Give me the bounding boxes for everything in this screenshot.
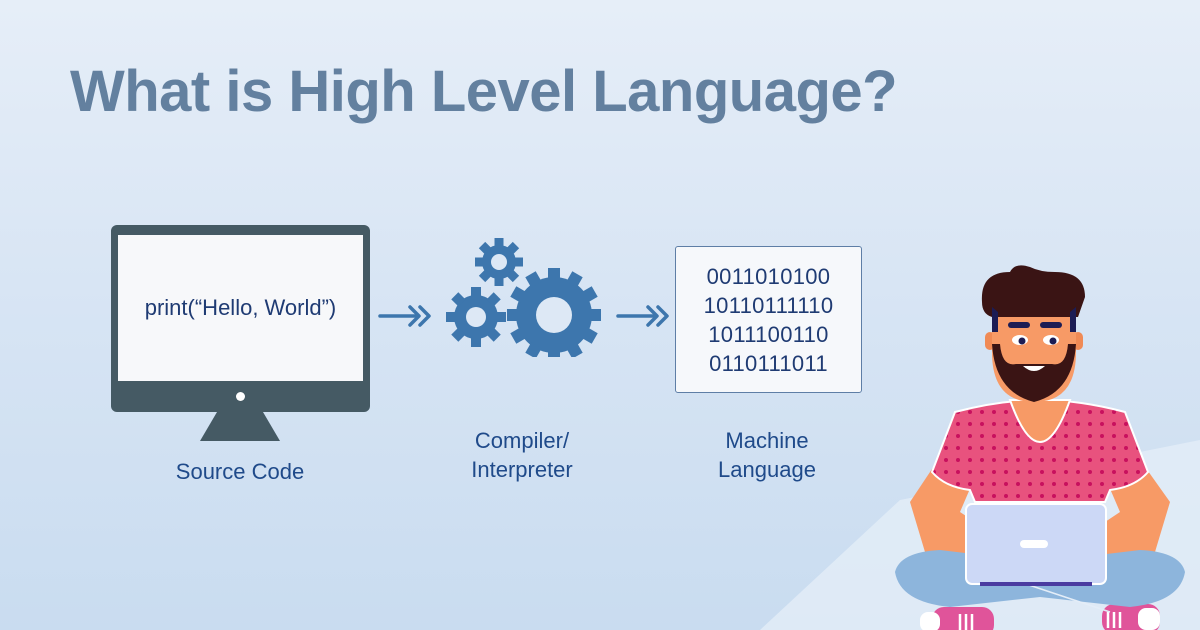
label-line-1: Machine [725, 428, 809, 453]
machine-language-label: Machine Language [677, 426, 857, 484]
person-with-laptop-illustration [895, 265, 1185, 630]
binary-line: 10110111110 [703, 292, 834, 318]
compiler-interpreter-label: Compiler/ Interpreter [432, 426, 612, 484]
double-chevron-arrow-icon [378, 305, 431, 327]
double-chevron-arrow-icon [616, 305, 669, 327]
monitor-icon: print(“Hello, World”) [111, 225, 370, 441]
binary-line: 0011010100 [706, 263, 831, 289]
binary-line: 0110111011 [709, 350, 828, 376]
label-line-2: Language [718, 457, 816, 482]
label-line-1: Compiler/ [474, 428, 570, 453]
power-button-icon [236, 392, 245, 401]
machine-code-box: 0011010100 10110111110 1011100110 011011… [675, 246, 862, 393]
source-code-text: print(“Hello, World”) [144, 295, 337, 320]
shoes [920, 604, 1160, 630]
monitor-screen: print(“Hello, World”) [118, 235, 363, 381]
monitor-frame: print(“Hello, World”) [111, 225, 370, 412]
monitor-stand [200, 411, 280, 441]
binary-line: 1011100110 [708, 321, 829, 347]
gears-icon [446, 238, 601, 357]
label-line-2: Interpreter [471, 457, 573, 482]
page-title: What is High Level Language? [70, 59, 898, 124]
source-code-label: Source Code [175, 459, 305, 484]
